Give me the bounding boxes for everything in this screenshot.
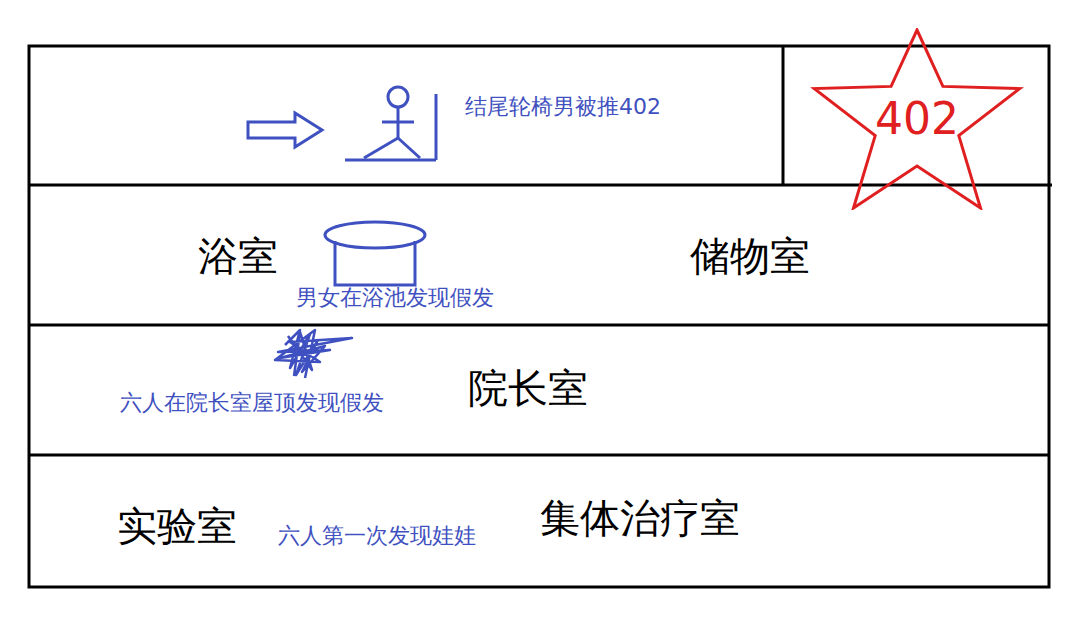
room-name: 集体治疗室 [540, 495, 740, 541]
room-number: 402 [875, 94, 959, 145]
wheelchair-figure [345, 87, 436, 160]
floor-line [29, 454, 1049, 457]
room-name: 浴室 [198, 233, 278, 279]
bathtub [325, 222, 425, 285]
room-divider [782, 46, 785, 185]
direction-arrow [248, 113, 322, 147]
floor-band: 浴室男女在浴池发现假发 储物室 [29, 185, 1049, 325]
building-outline [29, 46, 1049, 587]
room-name: 实验室 [117, 503, 237, 549]
room-cell: 结尾轮椅男被推402 [29, 46, 783, 185]
room-name: 储物室 [690, 233, 810, 279]
floor-band: 六人在院长室屋顶发现假发 院长室 [29, 325, 1049, 455]
event-note: 六人在院长室屋顶发现假发 [120, 390, 384, 415]
room-name: 院长室 [468, 365, 588, 411]
event-note: 六人第一次发现娃娃 [278, 523, 476, 548]
star-marker: 402 [807, 28, 1027, 210]
wig-scribble [275, 330, 352, 378]
event-note: 男女在浴池发现假发 [296, 285, 494, 310]
event-note: 结尾轮椅男被推402 [465, 94, 661, 119]
floor-line [29, 184, 1052, 187]
floor-band: 实验室 六人第一次发现娃娃 集体治疗室 [29, 455, 1049, 587]
floor-line [29, 324, 1049, 327]
star-shape [814, 30, 1019, 208]
